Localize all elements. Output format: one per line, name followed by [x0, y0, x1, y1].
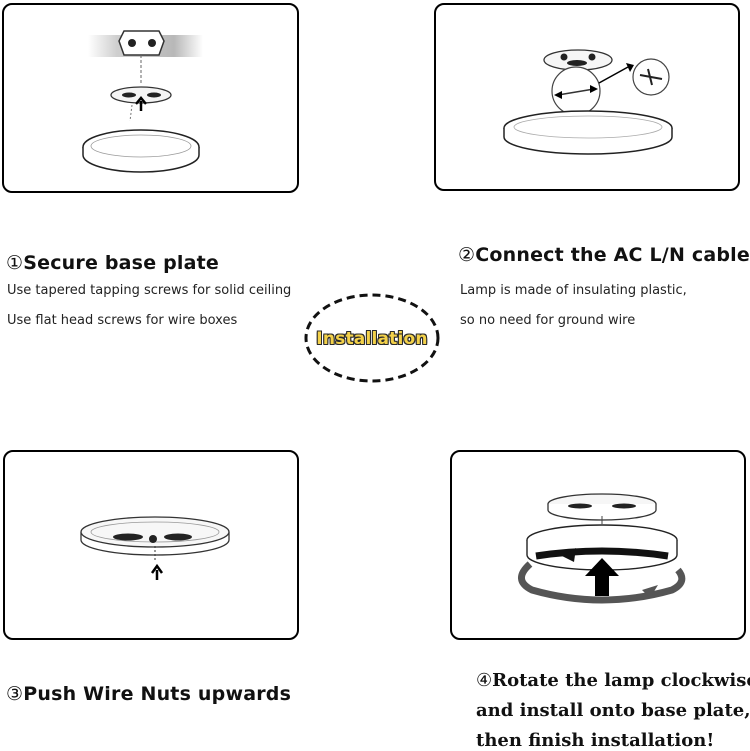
step-3-illustration-panel: [3, 450, 299, 640]
installation-badge-outline: [304, 293, 440, 383]
step-2-note-2: so no need for ground wire: [460, 313, 636, 328]
step-4-line-3: then finish installation!: [476, 730, 715, 751]
wire-nuts-illustration: [80, 516, 230, 580]
step-1-note-1: Use tapered tapping screws for solid cei…: [7, 283, 292, 298]
base-plate-ceiling-illustration: [82, 30, 203, 173]
step-3-number: ③: [6, 683, 24, 705]
step-2-number: ②: [458, 244, 476, 266]
step-1-title-text: Secure base plate: [23, 252, 220, 274]
step-4-line-1: ④Rotate the lamp clockwise: [476, 670, 750, 691]
step-1-title: ①Secure base plate: [6, 252, 219, 274]
step-2-title: ②Connect the AC L/N cables: [458, 244, 750, 266]
step-3-title: ③Push Wire Nuts upwards: [6, 683, 291, 705]
step-4-line-1-text: Rotate the lamp clockwise: [492, 670, 750, 691]
step-1-number: ①: [6, 252, 24, 274]
step-1-illustration-panel: [2, 3, 299, 193]
step-4-number: ④: [476, 670, 493, 691]
installation-badge-label: Installation: [316, 329, 428, 349]
step-2-title-text: Connect the AC L/N cables: [475, 244, 750, 266]
step-2-note-1: Lamp is made of insulating plastic,: [460, 283, 687, 298]
step-4-line-2: and install onto base plate,: [476, 700, 750, 721]
step-2-illustration-panel: [434, 3, 740, 191]
step-4-illustration-panel: [450, 450, 746, 640]
step-3-title-text: Push Wire Nuts upwards: [23, 683, 292, 705]
cable-connection-illustration: [503, 49, 673, 155]
step-1-note-2: Use flat head screws for wire boxes: [7, 313, 238, 328]
rotate-lamp-illustration: [518, 493, 686, 604]
